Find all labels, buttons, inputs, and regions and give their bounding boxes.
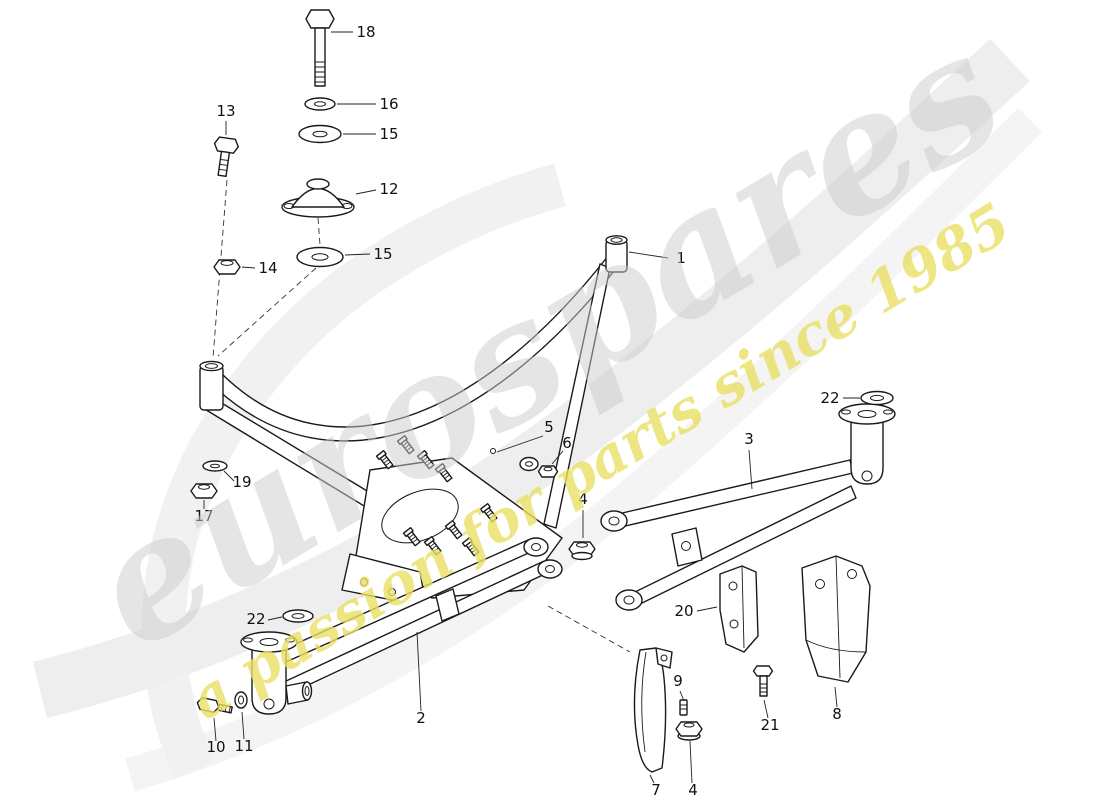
callout-22-right: 22 bbox=[820, 389, 839, 407]
part-9-bolt bbox=[679, 699, 688, 716]
part-15-washer-upper bbox=[298, 124, 342, 144]
part-10-bolt bbox=[196, 696, 233, 714]
callout-17: 17 bbox=[194, 507, 213, 525]
part-20-bracket bbox=[719, 565, 759, 653]
callout-labels: 18 16 15 13 12 14 15 1 22 3 5 6 4 19 17 … bbox=[194, 23, 841, 799]
background-swirl bbox=[32, 38, 1043, 792]
part-18-bolt bbox=[305, 9, 335, 87]
part-2-suspension-arm bbox=[240, 537, 563, 715]
callout-4-lower: 4 bbox=[688, 781, 698, 799]
part-8-bracket bbox=[801, 555, 871, 683]
callout-1: 1 bbox=[676, 249, 686, 267]
callout-22-left: 22 bbox=[246, 610, 265, 628]
part-5-washer bbox=[519, 456, 539, 472]
callout-12: 12 bbox=[379, 180, 398, 198]
callout-4-upper: 4 bbox=[578, 490, 588, 508]
part-15-washer-lower bbox=[296, 246, 344, 268]
callout-9: 9 bbox=[673, 672, 683, 690]
callout-18: 18 bbox=[356, 23, 375, 41]
part-4-nut-lower bbox=[675, 721, 703, 741]
callout-5: 5 bbox=[544, 418, 554, 436]
part-1-crossmember bbox=[199, 235, 628, 605]
part-17-nut bbox=[190, 483, 218, 499]
callout-21: 21 bbox=[760, 716, 779, 734]
callout-13: 13 bbox=[216, 102, 235, 120]
part-13-bolt bbox=[213, 136, 239, 178]
callout-16: 16 bbox=[379, 95, 398, 113]
callout-6: 6 bbox=[562, 434, 572, 452]
leader-lines bbox=[203, 31, 860, 784]
callout-8: 8 bbox=[832, 705, 842, 723]
part-12-mount bbox=[281, 178, 355, 218]
callout-15-upper: 15 bbox=[379, 125, 398, 143]
part-6-nut bbox=[537, 465, 559, 478]
callout-11: 11 bbox=[234, 737, 253, 755]
callout-3: 3 bbox=[744, 430, 754, 448]
plate-studs bbox=[375, 434, 498, 557]
callout-20: 20 bbox=[674, 602, 693, 620]
part-11-washer bbox=[234, 691, 248, 709]
part-7-plate bbox=[633, 647, 673, 773]
part-3-suspension-arm bbox=[600, 403, 896, 611]
callout-10: 10 bbox=[206, 738, 225, 756]
callout-14: 14 bbox=[258, 259, 277, 277]
part-19-washer bbox=[202, 460, 228, 472]
part-22-washer-lower bbox=[282, 609, 314, 623]
callout-2: 2 bbox=[416, 709, 426, 727]
assembly-axis-lines bbox=[212, 179, 631, 653]
part-14-nut bbox=[213, 259, 241, 275]
callout-19: 19 bbox=[232, 473, 251, 491]
part-4-nut-upper bbox=[568, 541, 596, 561]
callout-7: 7 bbox=[651, 781, 661, 799]
part-22-washer-upper bbox=[860, 390, 894, 406]
callout-15-lower: 15 bbox=[373, 245, 392, 263]
part-21-bolt bbox=[752, 665, 774, 697]
part-16-washer bbox=[304, 97, 336, 111]
